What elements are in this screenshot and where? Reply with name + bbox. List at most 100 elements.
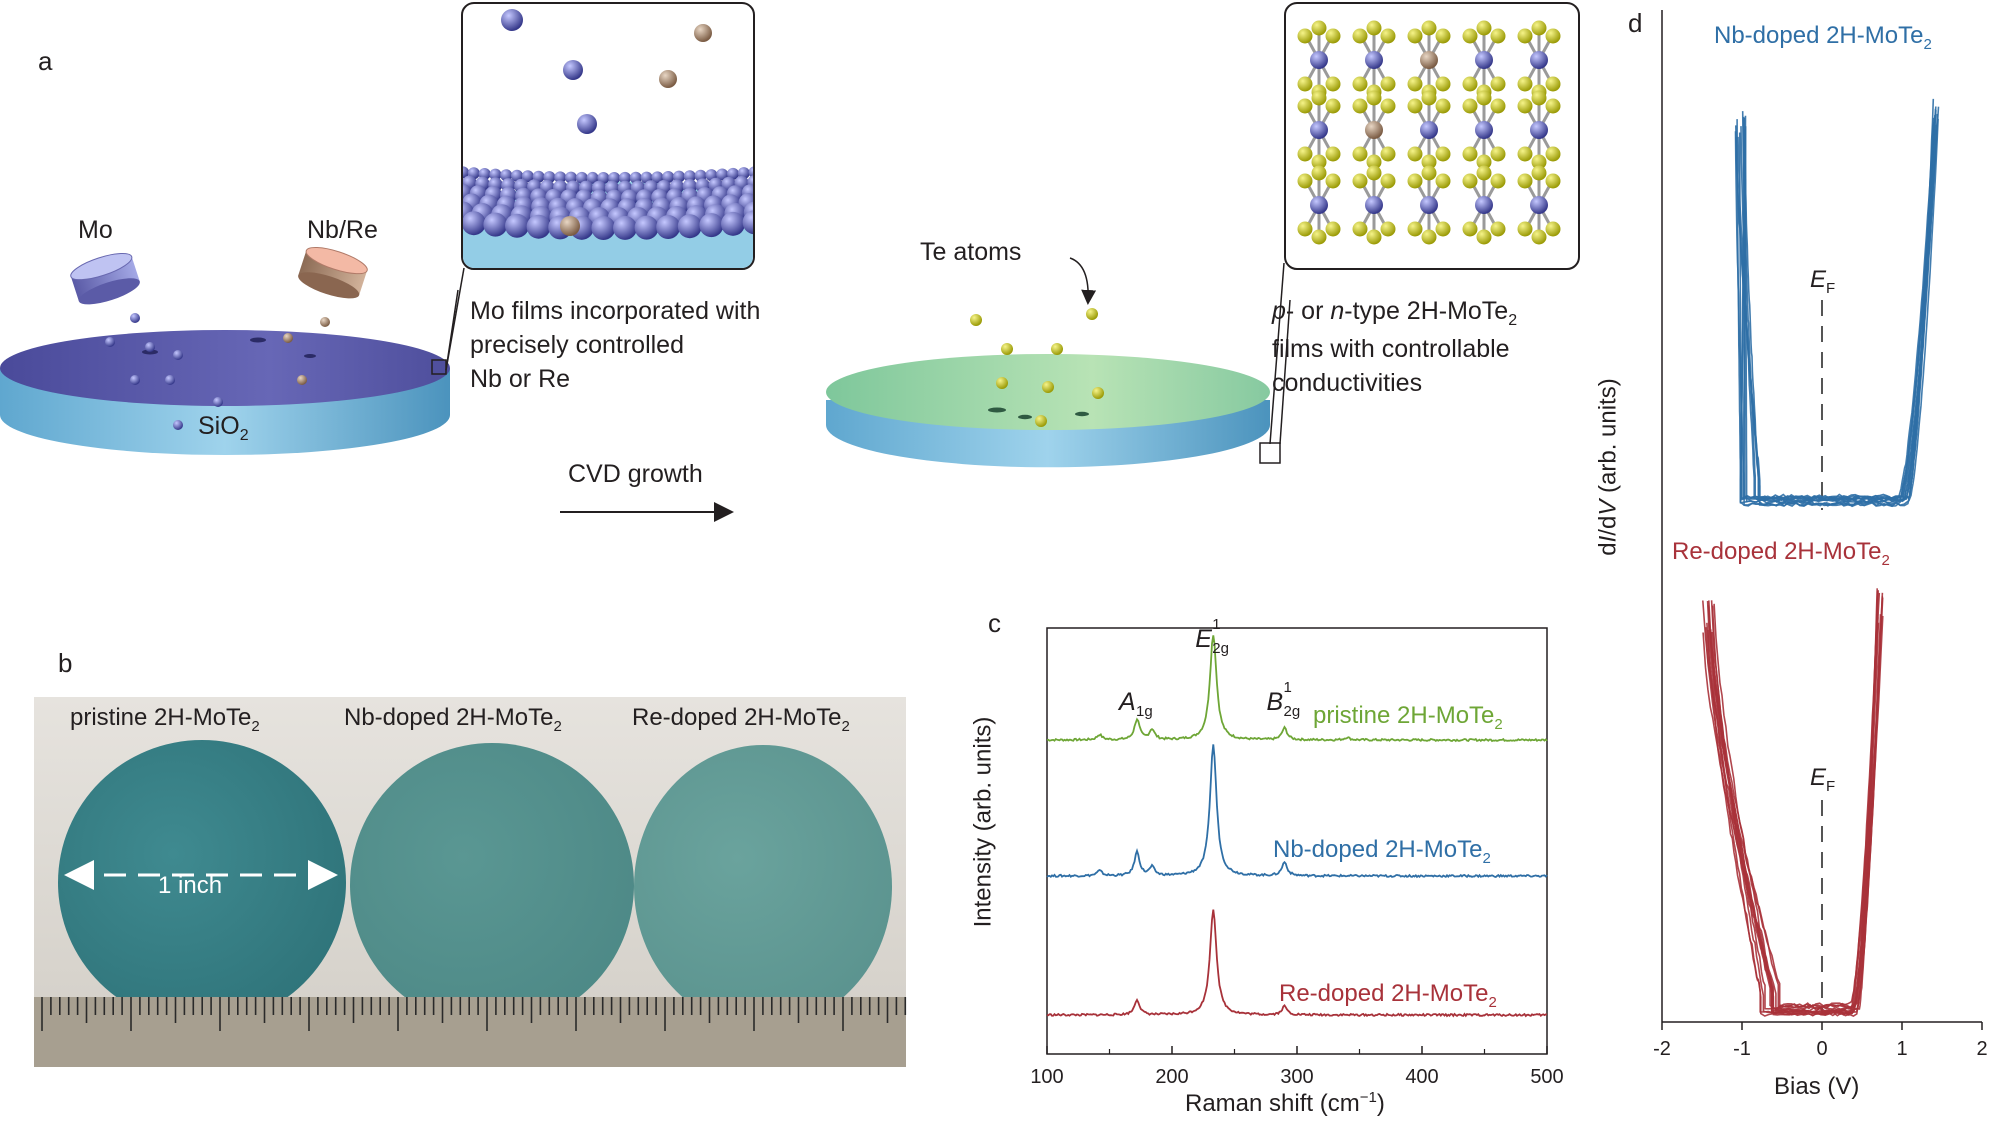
film-atom xyxy=(463,166,469,179)
sts-curve xyxy=(1734,118,1939,508)
te-atom xyxy=(1352,146,1368,162)
mo-atom xyxy=(1420,196,1438,214)
film-atom xyxy=(489,168,502,181)
ruler xyxy=(34,997,907,1067)
photo-label-nb-sub: 2 xyxy=(553,717,562,735)
dopant-atom xyxy=(1420,51,1438,69)
te-atom xyxy=(1407,28,1423,44)
caption-mote2-line3: conductivities xyxy=(1272,368,1423,397)
photo-label-pristine-text: pristine 2H-MoTe xyxy=(70,704,252,731)
mo-atom xyxy=(1310,51,1328,69)
sio2-label: SiO2 xyxy=(198,414,249,444)
film-atom xyxy=(662,171,675,184)
raman-legend-nb: Nb-doped 2H-MoTe2 xyxy=(1273,838,1491,866)
te-atom xyxy=(1435,98,1451,114)
te-atom xyxy=(1297,98,1313,114)
raman-legend-pristine-text: pristine 2H-MoTe xyxy=(1313,702,1495,729)
nbre-source-icon xyxy=(298,247,368,299)
raman-ylabel: Intensity (arb. units) xyxy=(969,716,997,928)
photo-label-re: Re-doped 2H-MoTe2 xyxy=(632,706,850,734)
sts-curve xyxy=(1711,622,1880,1009)
wafer-nb xyxy=(350,743,634,1027)
sts-curve xyxy=(1708,598,1879,1010)
sts-curve xyxy=(1737,124,1934,504)
sts-x-tick-label: 1 xyxy=(1896,1038,1907,1060)
te-atom xyxy=(1517,221,1533,237)
film-atom xyxy=(463,211,486,236)
te-atom xyxy=(1311,229,1327,245)
te-atom xyxy=(1517,173,1533,189)
dopant-atom xyxy=(560,216,580,236)
panel-label-c: c xyxy=(988,608,1001,638)
film-atom xyxy=(591,215,616,240)
caption-mo-films-line3: Nb or Re xyxy=(470,365,571,393)
te-atom xyxy=(1297,173,1313,189)
film-atom xyxy=(737,167,750,180)
te-atoms xyxy=(970,257,1104,427)
sts-curve xyxy=(1735,113,1939,507)
te-atom xyxy=(1462,221,1478,237)
te-atom xyxy=(1490,98,1506,114)
mo-atom xyxy=(1530,51,1548,69)
caption-mote2-films: p- or n-type 2H-MoTe2 films with control… xyxy=(1272,294,1517,400)
te-atom xyxy=(1380,98,1396,114)
te-atom xyxy=(1421,90,1437,106)
caption-sub: 2 xyxy=(1508,312,1518,329)
te-atom xyxy=(1517,28,1533,44)
sts-ylabel-post: (arb. units) xyxy=(1594,378,1622,500)
photo-label-re-text: Re-doped 2H-MoTe xyxy=(632,704,842,731)
raman-x-tick-label: 400 xyxy=(1405,1066,1438,1088)
te-atom xyxy=(1380,146,1396,162)
te-atom xyxy=(1476,154,1492,170)
wafer-2 xyxy=(826,354,1281,468)
mo-atom xyxy=(1310,196,1328,214)
sts-fermi-label-top: EF xyxy=(1810,268,1835,296)
te-atom xyxy=(1531,165,1547,181)
sio2-sub: 2 xyxy=(239,427,249,444)
film-atom xyxy=(721,211,745,236)
photo-label-pristine: pristine 2H-MoTe2 xyxy=(70,706,260,734)
te-atom xyxy=(1407,98,1423,114)
raman-xlabel-end: ) xyxy=(1376,1090,1385,1117)
mo-atom xyxy=(1365,196,1383,214)
te-atom xyxy=(1421,165,1437,181)
te-atom xyxy=(1325,221,1341,237)
te-atom xyxy=(1545,76,1561,92)
mo-atoms xyxy=(105,313,223,430)
te-atom xyxy=(1462,146,1478,162)
te-atom xyxy=(1311,90,1327,106)
raman-series-line xyxy=(1046,909,1548,1018)
caption-p: p xyxy=(1272,297,1286,325)
scale-label: 1 inch xyxy=(158,872,223,899)
raman-legend-nb-sub: 2 xyxy=(1482,849,1491,867)
film-atom xyxy=(613,215,637,240)
raman-legend-pristine-sub: 2 xyxy=(1494,715,1503,733)
sts-ylabel-mid: /d xyxy=(1594,515,1622,536)
raman-peak-label: E xyxy=(1195,625,1212,653)
cvd-growth-label: CVD growth xyxy=(568,460,703,488)
sts-ylabel-i: I xyxy=(1594,535,1622,543)
te-atom xyxy=(1297,221,1313,237)
sts-curve xyxy=(1735,124,1937,501)
sts-fermi-bottom-e: E xyxy=(1810,764,1827,791)
te-atom xyxy=(1325,173,1341,189)
caption-mo-films-line1: Mo films incorporated with xyxy=(470,297,761,325)
photo-label-nb: Nb-doped 2H-MoTe2 xyxy=(344,706,562,734)
raman-x-tick-label: 300 xyxy=(1280,1066,1313,1088)
sts-fermi-top-e: E xyxy=(1810,266,1827,293)
wafer-1 xyxy=(0,330,450,455)
sts-xlabel: Bias (V) xyxy=(1774,1073,1860,1100)
panel-label-b: b xyxy=(58,648,73,678)
te-atom xyxy=(1311,154,1327,170)
te-atom xyxy=(1490,146,1506,162)
te-atom xyxy=(1435,221,1451,237)
sts-curve xyxy=(1744,115,1936,506)
raman-legend-re: Re-doped 2H-MoTe2 xyxy=(1279,982,1497,1010)
te-atom xyxy=(1380,221,1396,237)
raman-xlabel-text: Raman shift (cm xyxy=(1185,1090,1360,1117)
te-atom xyxy=(1421,154,1437,170)
sio2-text: SiO xyxy=(198,412,240,440)
sts-ylabel-d: d xyxy=(1594,542,1622,556)
sts-legend-re-sub: 2 xyxy=(1881,551,1890,569)
